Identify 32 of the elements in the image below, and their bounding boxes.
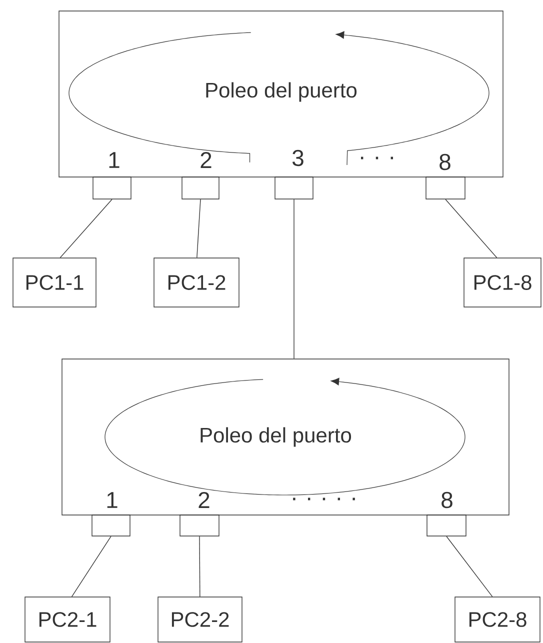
ellipsis: . . . — [361, 156, 393, 160]
port-box — [426, 514, 466, 536]
hub-box — [58, 10, 504, 178]
port-box — [92, 514, 130, 536]
port-box — [92, 176, 132, 200]
port-number: 1 — [109, 152, 120, 168]
port-box — [182, 176, 220, 200]
pc-box: PC1-1 — [12, 258, 96, 308]
pc-box: PC2-2 — [158, 596, 242, 642]
hub-label: Poleo del puerto — [200, 427, 352, 447]
port-box — [274, 176, 314, 200]
port-number: 1 — [107, 492, 118, 508]
connection-line — [196, 199, 201, 258]
pc-box: PC2-8 — [454, 596, 540, 642]
ellipsis: . . . . . — [293, 498, 355, 500]
hub-box — [62, 358, 510, 516]
connection-line — [60, 199, 112, 258]
pc-box: PC2-1 — [24, 596, 110, 642]
connection-line — [71, 536, 112, 597]
port-number: 3 — [292, 150, 304, 166]
pc-box: PC1-2 — [154, 258, 240, 308]
connection-line — [446, 536, 493, 597]
port-box — [426, 176, 466, 200]
port-number: 2 — [200, 152, 212, 168]
port-number: 8 — [440, 154, 450, 170]
pc-box: PC1-8 — [464, 258, 542, 308]
hub-label: Poleo del puerto — [206, 82, 357, 102]
connection-line — [199, 536, 200, 597]
port-box — [180, 514, 220, 536]
port-number: 8 — [442, 492, 452, 508]
connection-line — [445, 199, 498, 258]
port-number: 2 — [198, 492, 210, 508]
